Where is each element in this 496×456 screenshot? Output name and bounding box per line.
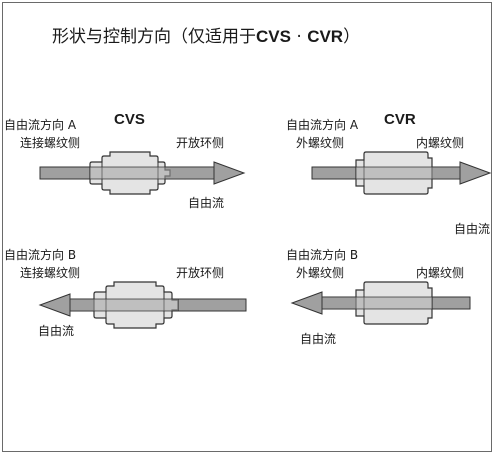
cvr-a-direction-label: 自由流方向 A: [286, 118, 359, 132]
cvr-b-shaft-through: [318, 297, 432, 309]
cvs-b-diagram: [38, 281, 247, 329]
cvs-b-left-side-label: 连接螺纹侧: [20, 266, 81, 280]
diagram-frame: [2, 2, 492, 452]
cvr-a-diagram: [311, 151, 492, 195]
cvr-b-left-side-label: 外螺纹侧: [296, 266, 345, 280]
cvs-b-right-side-label: 开放环侧: [176, 266, 225, 280]
cvr-a-right-side-label: 内螺纹侧: [416, 136, 465, 150]
cvs-b-flow-arrowhead: [38, 293, 71, 317]
cvr-b-right-side-label: 内螺纹侧: [416, 266, 465, 280]
cvr-a-model-label: CVR: [384, 111, 416, 128]
title-model-cvr: CVR: [307, 27, 344, 46]
cvr-a-shaft-through: [356, 167, 464, 179]
cvr-b-flow-arrowhead: [290, 291, 323, 315]
diagram-title: 形状与控制方向（仅适用于CVS · CVR）: [52, 22, 360, 47]
cvs-b-shaft-through: [66, 299, 178, 311]
cvs-a-diagram: [39, 151, 246, 195]
cvs-a-flow-label: 自由流: [188, 196, 225, 210]
cvr-a-flow-arrowhead: [459, 161, 492, 185]
cvs-a-model-label: CVS: [114, 111, 145, 128]
cvs-a-direction-label: 自由流方向 A: [4, 118, 77, 132]
cvs-b-direction-label: 自由流方向 B: [4, 248, 77, 262]
cvr-b-diagram: [290, 281, 471, 325]
cvr-a-flow-label: 自由流: [454, 222, 491, 236]
title-suffix: ）: [343, 27, 361, 47]
cvr-b-flow-label: 自由流: [300, 332, 337, 346]
cvr-a-left-side-label: 外螺纹侧: [296, 136, 345, 150]
cvr-b-direction-label: 自由流方向 B: [286, 248, 359, 262]
title-model-cvs: CVS: [256, 27, 291, 46]
cvs-a-right-side-label: 开放环侧: [176, 136, 225, 150]
cvs-a-shaft-through: [90, 167, 218, 179]
cvs-b-flow-label: 自由流: [38, 324, 75, 338]
title-separator: ·: [290, 27, 308, 47]
title-prefix: 形状与控制方向（仅适用于: [52, 27, 256, 47]
cvs-a-left-side-label: 连接螺纹侧: [20, 136, 81, 150]
cvs-a-flow-arrowhead: [213, 161, 246, 185]
